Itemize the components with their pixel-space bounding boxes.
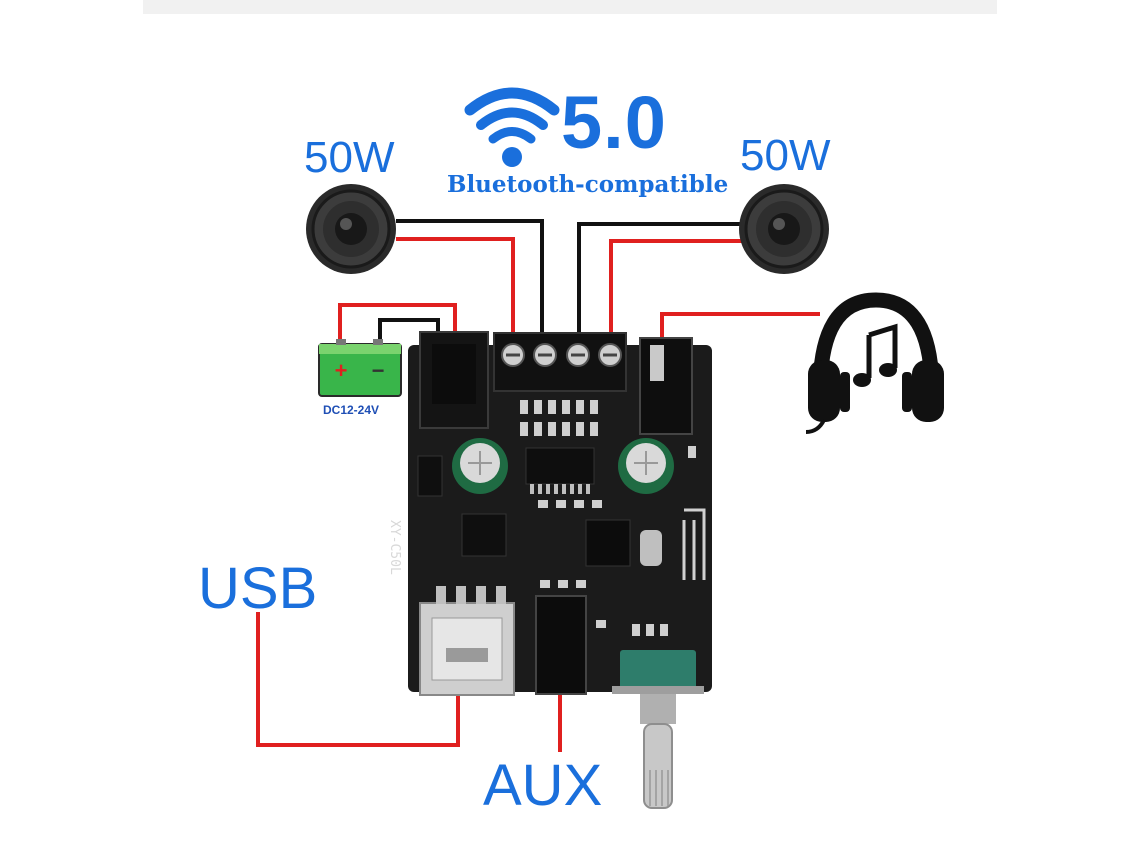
crystal (640, 530, 662, 566)
bluetooth-version: 5.0 (561, 86, 667, 160)
battery-plus: + (335, 358, 348, 383)
bluetooth-chip (586, 520, 630, 566)
wire-right-speaker-red (611, 241, 742, 345)
amplifier-chip (526, 448, 594, 484)
usb-port (420, 586, 514, 695)
headphone-jack (640, 338, 692, 434)
bluetooth-compatible-label: Bluetooth-compatible (447, 172, 728, 198)
right-speaker-power: 50W (740, 134, 830, 178)
voltage-regulator (462, 514, 506, 556)
wifi-signal-icon (470, 93, 554, 167)
speaker-icon (306, 184, 396, 274)
board-model-label: XY-C50L (387, 520, 401, 575)
usb-label: USB (198, 560, 317, 618)
capacitor (452, 438, 508, 494)
battery-icon: + − (319, 339, 401, 396)
left-speaker-power: 50W (304, 136, 394, 180)
volume-knob (612, 650, 704, 808)
battery-minus: − (372, 358, 385, 383)
power-input-label: DC12-24V (323, 403, 379, 417)
capacitor (618, 438, 674, 494)
speaker-icon (739, 184, 829, 274)
aux-port (536, 596, 586, 694)
headphones-music-icon (806, 300, 944, 432)
aux-label: AUX (483, 757, 602, 815)
